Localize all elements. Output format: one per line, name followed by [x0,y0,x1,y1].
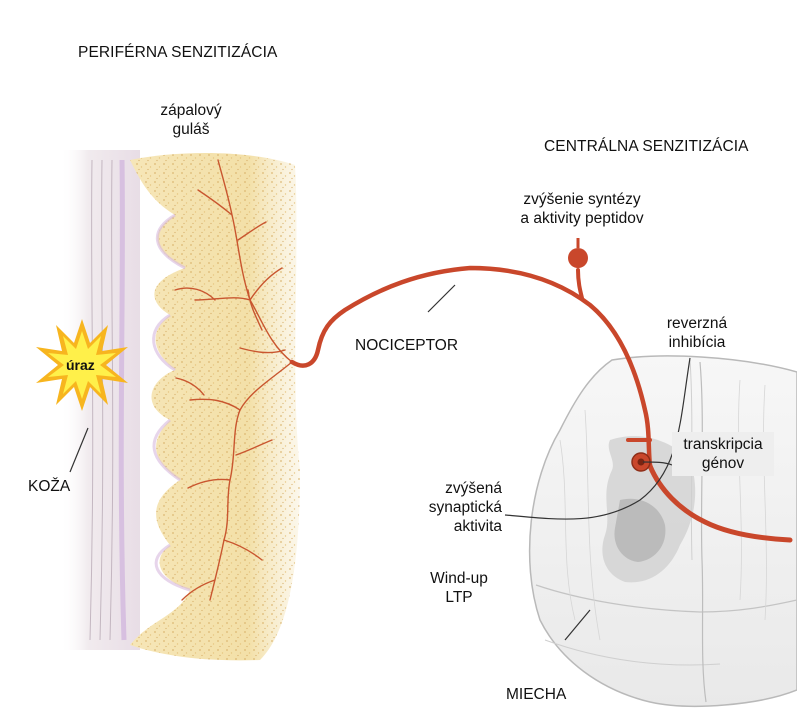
reverse-inhibition-line1: reverzná [647,314,747,333]
peripheral-sensitization-heading: PERIFÉRNA SENZITIZÁCIA [78,43,277,62]
peptides-line2: a aktivity peptidov [497,209,667,228]
injury-label: úraz [66,356,95,375]
windup-line1: Wind-up [414,569,504,588]
spinal-cord-label: MIECHA [506,685,566,704]
gene-transcription-label: transkripcia génov [672,432,774,476]
peptides-line1: zvýšenie syntézy [497,190,667,209]
synaptic-activity-label: zvýšená synaptická aktivita [378,479,502,536]
inflamed-tissue [130,153,300,660]
peptides-label: zvýšenie syntézy a aktivity peptidov [497,190,667,228]
transcription-line2: génov [680,454,766,473]
inflammatory-soup-line2: guláš [141,120,241,139]
peptide-cell-body [568,248,588,268]
nociceptor-label: NOCICEPTOR [355,336,458,355]
nociceptor-leader [428,285,455,312]
central-sensitization-heading: CENTRÁLNA SENZITIZÁCIA [544,137,749,156]
synaptic-line3: aktivita [378,517,502,536]
synaptic-line2: synaptická [378,498,502,517]
reverse-inhibition-label: reverzná inhibícia [647,314,747,352]
reverse-inhibition-line2: inhibícia [647,333,747,352]
skin-layer [60,150,140,650]
inflammatory-soup-label: zápalový guláš [141,101,241,139]
skin-label: KOŽA [28,477,70,496]
windup-line2: LTP [414,588,504,607]
inflammatory-soup-line1: zápalový [141,101,241,120]
windup-ltp-label: Wind-up LTP [414,569,504,607]
transcription-line1: transkripcia [680,435,766,454]
synaptic-line1: zvýšená [378,479,502,498]
spinal-cord [530,356,797,706]
